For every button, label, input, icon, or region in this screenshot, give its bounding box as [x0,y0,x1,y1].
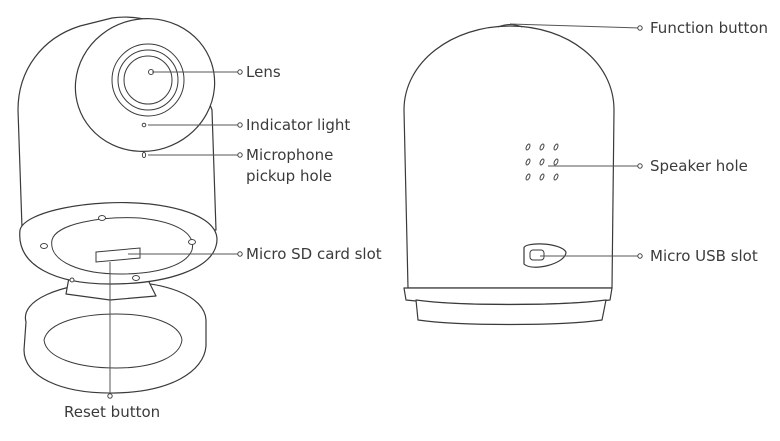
reset-button-shape [69,277,75,283]
screw-hole [40,243,48,249]
label-micro-sd-slot: Micro SD card slot [246,245,382,263]
micro-usb-port [529,249,545,261]
bottom-plate-ring [51,217,194,275]
label-lens: Lens [246,63,281,81]
screw-hole [132,275,140,281]
screw-hole [188,239,196,245]
micro-sd-slot-shape [95,247,141,263]
camera-base-inner [43,313,183,369]
back-camera-base [415,299,607,326]
label-microphone-line2: pickup hole [246,167,333,185]
label-microphone-line1: Microphone [246,146,334,164]
lens-head [74,18,216,152]
lens-inner-ring [123,55,173,105]
camera-bottom-plate [19,201,218,285]
screw-hole [98,215,106,221]
leader-lines [107,23,643,399]
label-function-button: Function button [650,19,769,37]
label-speaker-hole: Speaker hole [650,157,748,175]
label-indicator-light: Indicator light [246,116,351,134]
speaker-holes [525,143,559,181]
back-camera-body [403,25,615,289]
back-camera-illustration [403,24,615,326]
lens-outer-ring [111,43,185,117]
indicator-light-shape [141,122,147,128]
label-reset-button: Reset button [64,403,161,421]
microphone-hole-shape [141,151,147,159]
label-micro-usb-slot: Micro USB slot [650,247,758,265]
front-camera-illustration [17,16,218,394]
lens-middle-ring [117,49,179,111]
